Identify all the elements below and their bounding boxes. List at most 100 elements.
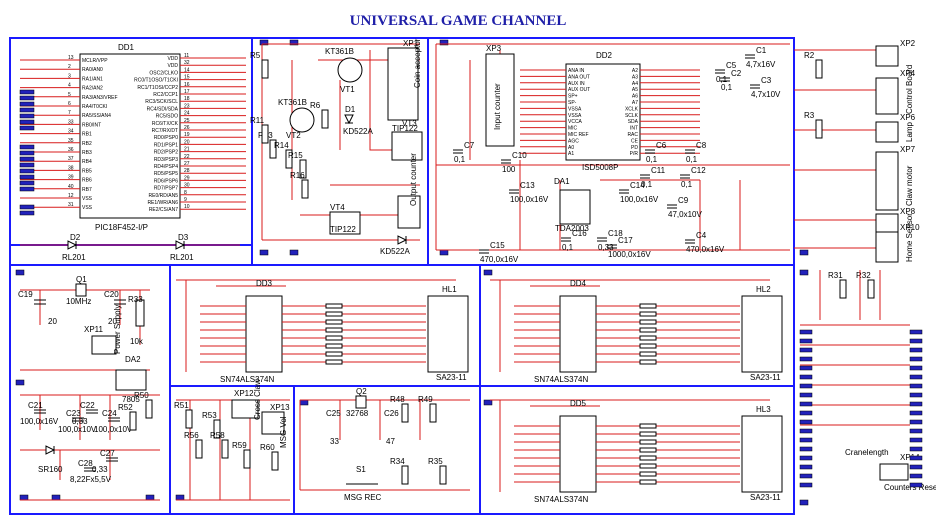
- capacitor-ref: C4: [696, 231, 707, 240]
- svg-text:Power Supply: Power Supply: [113, 305, 122, 354]
- mcu-right-pin-label: RD2/PSP2: [154, 150, 178, 156]
- svg-text:Cross Claw: Cross Claw: [253, 379, 262, 420]
- svg-text:Q2: Q2: [356, 387, 367, 396]
- resistor-ref: R6: [310, 101, 321, 110]
- resistor: [639, 351, 657, 357]
- dd2-pin-label: SP+: [568, 94, 578, 100]
- mcu-right-pin-label: RC0/T1OSO/T1CKI: [134, 78, 178, 84]
- svg-text:XP3: XP3: [486, 44, 502, 53]
- capacitor-ref: C12: [691, 166, 706, 175]
- bus-pad: [799, 419, 813, 425]
- mcu-left-pin-label: VSS: [82, 196, 93, 202]
- dd2-pin-label: VCCA: [568, 119, 583, 125]
- capacitor-value: 0,1: [721, 83, 733, 92]
- connector-pad: [439, 39, 449, 46]
- resistor: [325, 311, 343, 317]
- resistor-ref: R50: [134, 391, 149, 400]
- capacitor-ref: C24: [102, 409, 117, 418]
- resistor-ref: R14: [274, 141, 289, 150]
- mcu-left-pin-label: RA4/T0CKI: [82, 104, 107, 110]
- sound-caps: C14,7x16VC20,1C34,7x10VC4470,0x16VC50,1C…: [453, 46, 781, 264]
- svg-text:D3: D3: [178, 233, 189, 242]
- svg-text:SN74ALS374N: SN74ALS374N: [534, 375, 588, 384]
- resistor-ref: R16: [290, 171, 305, 180]
- svg-text:XP4: XP4: [900, 69, 916, 78]
- mcu-left-pin-number: 38: [68, 165, 74, 171]
- mcu-left-pin-label: RB0/INT: [82, 122, 101, 128]
- capacitor-ref: C8: [696, 141, 707, 150]
- capacitor-value: 0,1: [686, 155, 698, 164]
- connector-pad: [19, 168, 35, 174]
- mcu-right-pin-number: 28: [184, 168, 190, 174]
- connector-pad: [483, 269, 493, 276]
- dd2-pin-label: RAC: [627, 132, 638, 138]
- mcu-right-pin-label: RC4/SDI/SDA: [147, 106, 179, 112]
- dd2-pin-label: VSSA: [568, 106, 582, 112]
- capacitor-ref: C6: [656, 141, 667, 150]
- resistor-ref: R53: [202, 411, 217, 420]
- svg-text:D1: D1: [345, 105, 356, 114]
- resistor: [639, 463, 657, 469]
- capacitor-value: 100,0x16V: [20, 417, 59, 426]
- resistor: [213, 419, 221, 439]
- connector-pad: [19, 162, 35, 168]
- svg-text:DA2: DA2: [125, 355, 141, 364]
- mcu-left-pin-number: 33: [68, 119, 74, 125]
- resistor: [321, 109, 329, 129]
- svg-text:HL2: HL2: [756, 285, 771, 294]
- resistor-ref: R59: [232, 441, 247, 450]
- connector-pad: [19, 113, 35, 119]
- right-connectors: XP2 XP4 Control Board XP6 Lamp XP7 Claw …: [794, 39, 920, 263]
- svg-text:DD5: DD5: [570, 399, 587, 408]
- resistor: [185, 409, 193, 429]
- mcu-right-pin-number: 27: [184, 161, 190, 167]
- mcu-right-pin-number: 30: [184, 183, 190, 189]
- mcu-left-pin-label: MCLR/VPP: [82, 58, 108, 64]
- capacitor-value: 0,1: [562, 243, 574, 252]
- connector-pad: [19, 101, 35, 107]
- resistor: [815, 59, 823, 79]
- resistor: [639, 423, 657, 429]
- capacitor-ref: C16: [572, 229, 587, 238]
- resistor: [429, 403, 437, 423]
- dd2-pin-label: AUX IN: [568, 81, 585, 87]
- dd2-pin-label: MIC REF: [568, 132, 589, 138]
- capacitor-value: 0,1: [454, 155, 466, 164]
- mcu-part: PIC18F452-I/P: [95, 223, 148, 232]
- mcu-right-pin-number: 14: [184, 67, 190, 73]
- resistor: [439, 465, 447, 485]
- mcu-left-pin-number: 37: [68, 156, 74, 162]
- mcu-left-pin-label: RA0/AN0: [82, 67, 103, 73]
- connector-pad: [19, 186, 35, 192]
- resistor: [639, 479, 657, 485]
- mcu-left-pin-label: RB1: [82, 132, 92, 138]
- resistor: [269, 139, 277, 159]
- mcu-right-pin-label: RC7/RX/DT: [152, 128, 178, 134]
- mcu-left-pin-label: RB7: [82, 187, 92, 193]
- mcu-left-pin-number: 40: [68, 184, 74, 190]
- svg-text:TIP122: TIP122: [330, 225, 356, 234]
- mcu-left-pin-label: RB2: [82, 141, 92, 147]
- bus-pad: [799, 392, 813, 398]
- mcu-right-pin-label: RD1/PSP1: [154, 142, 178, 148]
- diode-d2: D2 RL201: [20, 233, 240, 262]
- resistor-ref: R32: [856, 271, 871, 280]
- connector-pad: [19, 144, 35, 150]
- mcu-left-pin-label: RB4: [82, 159, 92, 165]
- svg-text:DD2: DD2: [596, 51, 613, 60]
- resistor-ref: R3: [804, 111, 815, 120]
- svg-text:XP13: XP13: [270, 403, 290, 412]
- vol-section: XP12 Cross Claw XP13 MSG Vol: [176, 379, 290, 501]
- connector-pad: [439, 249, 449, 256]
- capacitor-value: 100,0x10V: [94, 425, 133, 434]
- bus-pad: [799, 410, 813, 416]
- resistor: [325, 303, 343, 309]
- svg-text:RL201: RL201: [170, 253, 194, 262]
- capacitor-value: 470,0x16V: [686, 245, 725, 254]
- mcu-left-pin-number: 5: [68, 92, 71, 98]
- bus-pad: [799, 464, 813, 470]
- mcu-left-pin-label: RB6: [82, 178, 92, 184]
